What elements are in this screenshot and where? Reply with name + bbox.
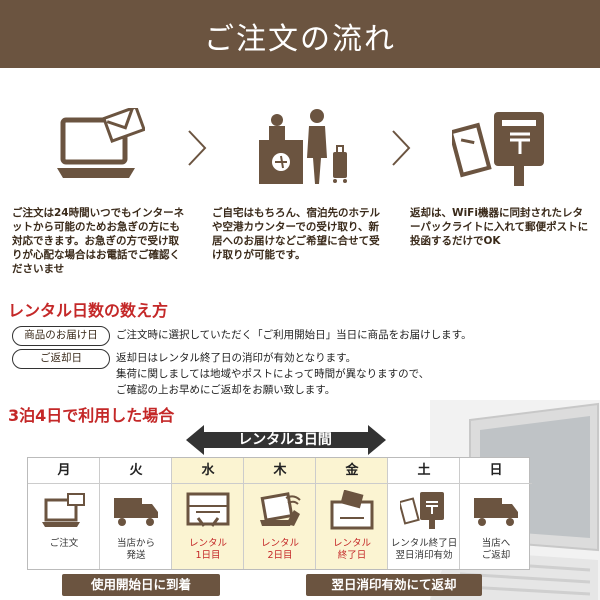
package-receive-icon: [186, 492, 230, 527]
day-label-line: ご返却: [481, 550, 511, 561]
day-header: 日: [460, 458, 532, 484]
day-label-line: 翌日消印有効: [395, 550, 453, 561]
day-label-line: 1日目: [195, 550, 221, 561]
day-header: 月: [28, 458, 100, 484]
day-header: 火: [100, 458, 172, 484]
day-label: 当店から発送: [100, 538, 172, 562]
envelope-pack-icon: [330, 490, 374, 530]
day-label-line: 終了日: [337, 550, 367, 561]
day-label-line: レンタル: [260, 538, 299, 549]
day-label-line: レンタル: [188, 538, 227, 549]
calendar-day: 月 ご注文: [28, 458, 100, 569]
return-day-line: 返却日はレンタル終了日の消印が有効となります。: [116, 352, 357, 364]
laptop-mail-icon: [42, 493, 85, 527]
day-label-line: レンタル: [332, 538, 371, 549]
day-header: 土: [388, 458, 460, 484]
step-2-text: ご自宅はもちろん、宿泊先のホテルや空港カウンターでの受け取り、新居へのお届けなど…: [212, 207, 380, 261]
return-day-text: 返却日はレンタル終了日の消印が有効となります。 集荷に関しましては地域やポストに…: [116, 350, 429, 398]
day-header: 金: [316, 458, 388, 484]
calendar-day: 日 当店へご返却: [460, 458, 532, 569]
calendar-day: 金 レンタル終了日: [316, 458, 388, 569]
chevron-right-icon: [392, 130, 411, 166]
delivery-truck-icon: [114, 498, 158, 526]
return-day-line: 集荷に関しましては地域やポストによって時間が異なりますので、: [116, 368, 430, 380]
rental-period-arrow: [186, 425, 386, 455]
day-label: ご注文: [28, 538, 100, 550]
day-header: 木: [244, 458, 316, 484]
post-box-icon: [400, 492, 444, 529]
laptop-mail-icon: [57, 108, 145, 178]
rental-count-title: レンタル日数の数え方: [8, 301, 169, 320]
example-title: 3泊4日で利用した場合: [8, 406, 175, 425]
calendar-day: 火 当店から発送: [100, 458, 172, 569]
chevron-right-icon: [188, 130, 207, 166]
day-label-line: 発送: [126, 550, 146, 561]
step-3-text: 返却は、WiFi機器に同封されたレターパックライトに入れて郵便ポストに投函するだ…: [410, 207, 589, 247]
post-box-icon: [452, 112, 544, 186]
day-label-line: ご注文: [49, 538, 79, 549]
return-callout: 翌日消印有効にて返却: [306, 574, 482, 596]
day-label: レンタル終了日: [316, 538, 388, 562]
day-label-line: 当店から: [116, 538, 155, 549]
calendar-day: 土 レンタル終了日翌日消印有効: [388, 458, 460, 569]
delivery-truck-icon: [474, 498, 518, 526]
day-label-line: 2日目: [267, 550, 293, 561]
laptop-wifi-icon: [260, 492, 301, 526]
return-day-line: ご確認の上お早めにご返却をお願い致します。: [116, 384, 336, 396]
header-banner: ご注文の流れ: [0, 0, 600, 68]
page-title: ご注文の流れ: [204, 22, 396, 57]
delivery-day-text: ご注文時に選択していただく「ご利用開始日」当日に商品をお届けします。: [116, 329, 472, 341]
day-label: レンタル終了日翌日消印有効: [388, 538, 460, 562]
return-day-tag: ご返却日: [12, 349, 110, 369]
day-label: 当店へご返却: [460, 538, 532, 562]
day-header: 水: [172, 458, 244, 484]
step-1-text: ご注文は24時間いつでもインターネットから可能のためお急ぎの方にも対応できます。…: [12, 207, 185, 275]
day-label-line: 当店へ: [481, 538, 511, 549]
airport-counter-icon: [259, 109, 347, 184]
rental-period-label: レンタル3日間: [238, 432, 332, 448]
day-label-line: レンタル終了日: [390, 538, 458, 549]
start-day-callout: 使用開始日に到着: [62, 574, 220, 596]
delivery-day-tag: 商品のお届け日: [12, 326, 110, 346]
